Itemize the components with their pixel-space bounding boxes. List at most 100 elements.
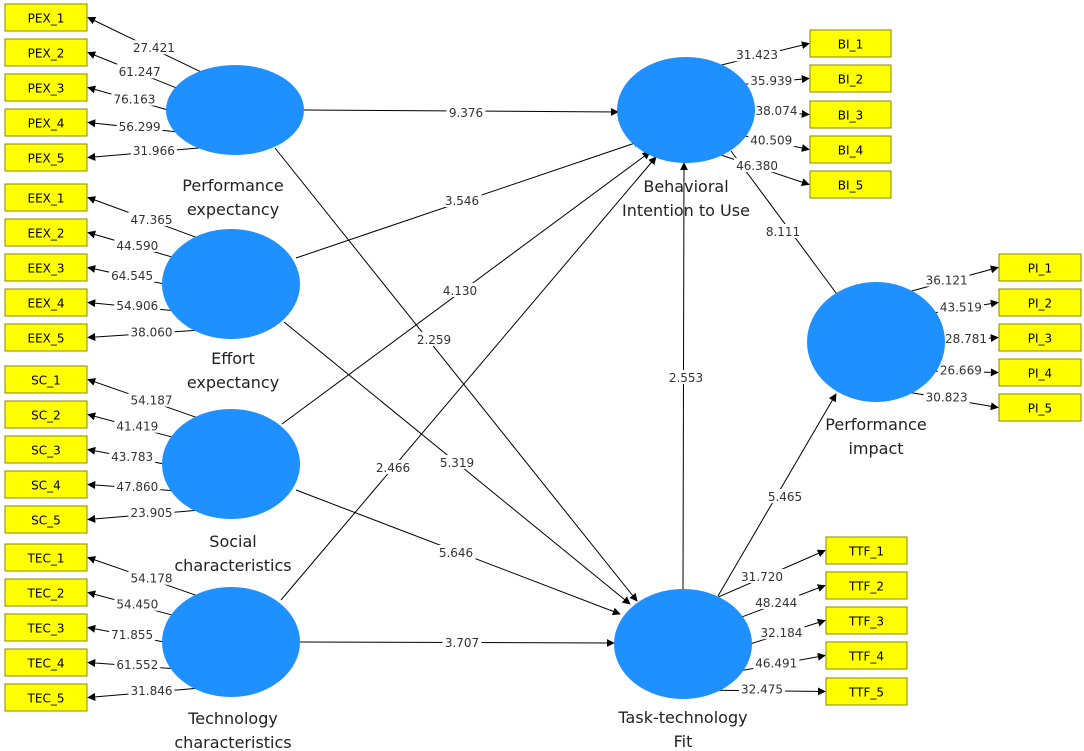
loading-ttf-3: 32.184 <box>760 626 802 640</box>
loading-pex-4-bg <box>116 118 163 133</box>
path-coefficient-eex-to-bi-bg <box>442 193 482 207</box>
loading-bi-4: 40.509 <box>750 133 792 147</box>
loading-ttf-2: 48.244 <box>755 596 797 610</box>
construct-bi[interactable] <box>617 57 755 163</box>
construct-label-ttf-line1: Task-technology <box>617 708 747 727</box>
loading-tec-5-bg <box>128 683 175 698</box>
indicator-box-pi_5[interactable] <box>998 393 1082 422</box>
indicator-box-bi_3[interactable] <box>809 100 892 129</box>
construct-pi[interactable] <box>807 282 945 402</box>
indicator-box-sc_2[interactable] <box>4 400 88 429</box>
path-coefficient-ttf-to-pi-bg <box>765 489 805 503</box>
loading-tec-2-bg <box>114 596 161 611</box>
path-coefficient-sc-to-ttf-bg <box>436 545 476 559</box>
indicator-label-pi_1: PI_1 <box>1028 262 1052 276</box>
indicator-box-pex_4[interactable] <box>4 108 88 137</box>
path-pex-to-ttf <box>274 147 638 602</box>
path-coefficient-pex-to-ttf-bg <box>414 332 454 346</box>
loading-sc-1: 54.187 <box>131 394 173 408</box>
loading-pi-1-bg <box>923 272 970 287</box>
construct-eex[interactable] <box>162 229 300 339</box>
indicator-label-bi_2: BI_2 <box>838 73 863 87</box>
indicator-box-ttf_3[interactable] <box>825 606 908 635</box>
indicator-box-ttf_2[interactable] <box>825 571 908 600</box>
indicator-box-eex_5[interactable] <box>4 323 88 352</box>
construct-pex[interactable] <box>166 65 304 155</box>
loading-sc-2-bg <box>114 418 161 433</box>
loading-pi-2-bg <box>937 299 984 314</box>
indicator-label-bi_5: BI_5 <box>838 179 863 193</box>
indicator-box-pex_3[interactable] <box>4 73 88 102</box>
loading-pex-3: 76.163 <box>113 93 155 107</box>
construct-tec[interactable] <box>162 587 300 697</box>
loading-sc-4: 47.860 <box>116 480 158 494</box>
indicator-box-pi_2[interactable] <box>998 288 1082 317</box>
indicator-label-eex_1: EEX_1 <box>27 192 64 206</box>
path-coefficient-eex-to-ttf: 5.319 <box>440 456 474 470</box>
path-coefficient-tec-to-ttf-bg <box>442 635 482 649</box>
indicator-box-eex_3[interactable] <box>4 253 88 282</box>
path-coefficient-eex-to-ttf-bg <box>437 455 477 469</box>
indicator-box-ttf_4[interactable] <box>825 641 908 670</box>
indicator-box-sc_3[interactable] <box>4 435 88 464</box>
loading-pex-2-bg <box>116 64 163 79</box>
loading-bi-2: 35.939 <box>750 74 792 88</box>
construct-ttf[interactable] <box>614 589 752 699</box>
indicator-box-tec_2[interactable] <box>4 578 88 607</box>
construct-label-pi-line2: impact <box>848 439 903 458</box>
indicator-label-sc_4: SC_4 <box>31 479 61 493</box>
indicator-box-ttf_5[interactable] <box>825 677 908 706</box>
indicator-label-pi_5: PI_5 <box>1028 402 1052 416</box>
indicator-box-eex_2[interactable] <box>4 218 88 247</box>
indicator-label-pex_1: PEX_1 <box>28 12 65 26</box>
indicator-box-tec_3[interactable] <box>4 613 88 642</box>
indicator-box-sc_1[interactable] <box>4 365 88 394</box>
loading-sc-1-bg <box>128 392 175 407</box>
loading-pex-2: 61.247 <box>119 65 161 79</box>
indicator-box-bi_5[interactable] <box>809 170 892 199</box>
indicator-box-eex_4[interactable] <box>4 288 88 317</box>
indicator-box-bi_1[interactable] <box>809 29 892 58</box>
indicator-label-pex_5: PEX_5 <box>28 152 65 166</box>
indicator-box-tec_5[interactable] <box>4 683 88 712</box>
indicator-label-bi_1: BI_1 <box>838 38 863 52</box>
construct-label-eex-line1: Effort <box>211 349 255 368</box>
loading-pex-5-bg <box>130 142 177 157</box>
indicator-box-pi_1[interactable] <box>998 253 1082 282</box>
indicator-box-sc_4[interactable] <box>4 470 88 499</box>
indicator-box-ttf_1[interactable] <box>825 536 908 565</box>
loading-ttf-4-bg <box>753 655 800 670</box>
indicator-box-pi_3[interactable] <box>998 323 1082 352</box>
indicator-label-sc_2: SC_2 <box>31 409 61 423</box>
indicator-box-bi_2[interactable] <box>809 64 892 93</box>
indicator-label-ttf_4: TTF_4 <box>848 650 884 664</box>
loading-tec-3-bg <box>109 626 156 641</box>
indicator-box-sc_5[interactable] <box>4 505 88 534</box>
loading-eex-2-bg <box>114 237 161 252</box>
loading-bi-1: 31.423 <box>736 48 778 62</box>
indicator-box-pex_5[interactable] <box>4 143 88 172</box>
indicator-label-sc_5: SC_5 <box>31 514 61 528</box>
construct-label-tec-line2: characteristics <box>174 733 291 751</box>
loading-pi-3: 28.781 <box>945 332 987 346</box>
loading-tec-4-bg <box>114 657 161 672</box>
indicator-box-pex_1[interactable] <box>4 3 88 32</box>
construct-label-bi-line2: Intention to Use <box>622 201 750 220</box>
indicator-box-pi_4[interactable] <box>998 358 1082 387</box>
construct-label-pex-line1: Performance <box>182 176 283 195</box>
indicator-box-tec_4[interactable] <box>4 648 88 677</box>
indicator-label-ttf_1: TTF_1 <box>848 545 884 559</box>
loading-eex-5: 38.060 <box>131 325 173 339</box>
path-coefficient-pex-to-bi-bg <box>446 105 486 119</box>
indicator-box-eex_1[interactable] <box>4 183 88 212</box>
indicator-box-pex_2[interactable] <box>4 38 88 67</box>
path-coefficient-bi-to-pi-bg <box>763 224 803 238</box>
loading-ttf-2-bg <box>753 594 800 609</box>
indicator-box-bi_4[interactable] <box>809 135 892 164</box>
loading-bi-3-bg <box>753 102 800 117</box>
loading-eex-1-bg <box>128 211 175 226</box>
indicator-box-tec_1[interactable] <box>4 543 88 572</box>
construct-sc[interactable] <box>162 409 300 519</box>
path-coefficient-pex-to-bi: 9.376 <box>449 106 483 120</box>
indicator-label-pi_4: PI_4 <box>1028 367 1052 381</box>
